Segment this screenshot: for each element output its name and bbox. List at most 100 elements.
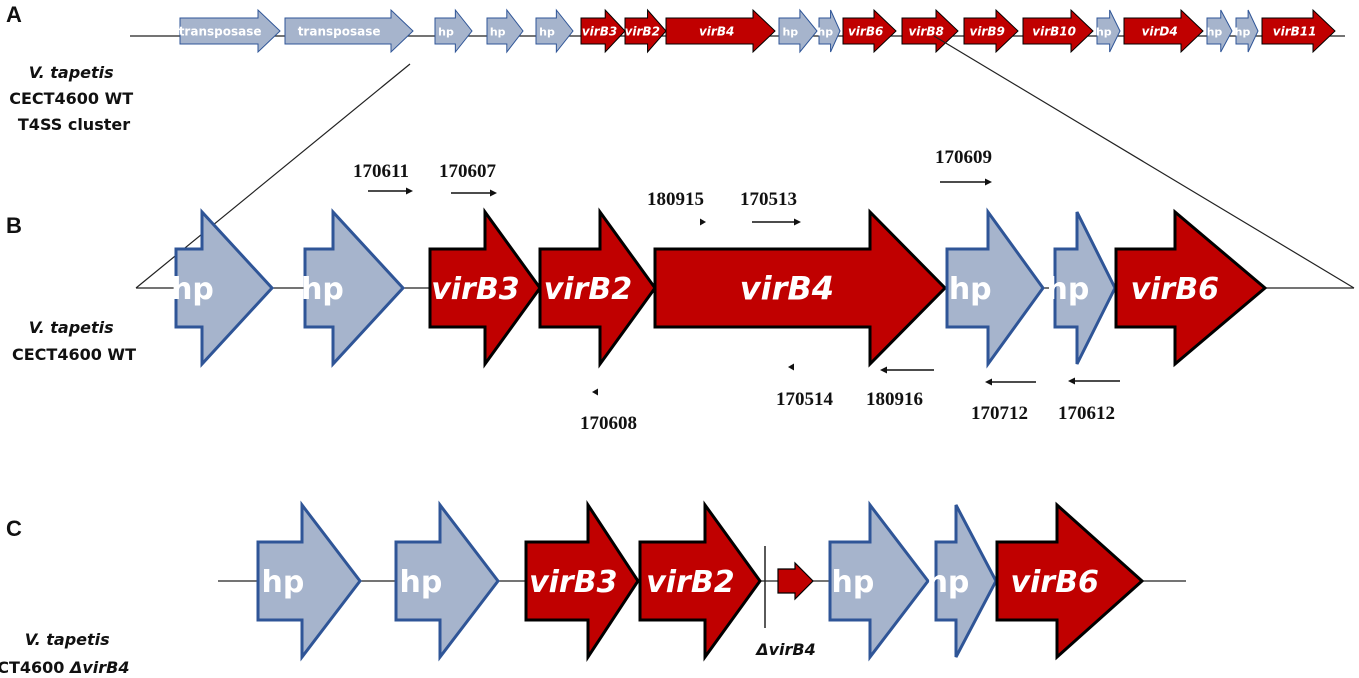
panel-b-gene-0-hp: hp [171,208,275,368]
panel-b-gene-arrow-2 [428,207,542,369]
panel-b-gene-label-4: virB4 [740,270,834,308]
primer-170609-label: 170609 [935,147,992,168]
panel-b-gene-label-2: virB3 [431,272,519,307]
panel-a-gene-label-17: hp [1235,25,1251,38]
panel-a-gene-arrow-4 [535,8,574,54]
panel-a-gene-6-virb2: virB2 [624,8,667,54]
panel-a-gene-arrow-9 [818,9,841,53]
panel-c-gene-6-hp: hp [927,504,998,658]
primer-170608-arrow [592,388,598,396]
panel-b-genes: hp hp virB3 virB2 virB4 hp hp virB6 [171,207,1268,369]
panel-a-gene-18-virb11: virB11 [1261,8,1336,54]
panel-a-gene-label-2: hp [438,25,454,38]
reverse-primers: 170608 170514 180916 170712 170612 [580,389,1115,434]
panel-a-gene-3-hp: hp [486,8,524,54]
panel-a-gene-label-0: transposase [179,24,262,38]
panel-b-gene-4-virb4: virB4 [653,208,948,368]
primer-170514-label: 170514 [776,389,834,410]
panel-c-gene-4-blank [777,561,814,601]
panel-b-gene-label-6: hp [1046,272,1089,307]
panel-c-gene-arrow-1 [394,500,500,662]
panel-c-gene-label-1: hp [399,565,442,600]
panel-b-gene-arrow-6 [1053,211,1117,365]
panel-b-gene-5-hp: hp [945,207,1045,369]
primer-170612-arrow [1068,377,1120,385]
panel-b-species: V. tapetis [29,318,114,337]
panel-c-gene-arrow-2 [524,499,640,663]
primer-170612-label: 170612 [1058,403,1115,424]
panel-a-gene-label-3: hp [490,25,506,38]
panel-a-gene-10-virb6: virB6 [842,8,897,54]
primer-180916-arrow [880,366,934,374]
panel-a-gene-arrow-14 [1096,9,1121,53]
panel-c-gene-0-hp: hp [256,500,362,662]
primer-170611-arrow [368,187,413,195]
panel-a-gene-arrow-10 [842,8,897,54]
panel-b-strain: V. tapetis CECT4600 WT [12,318,136,364]
panel-a-gene-17-hp: hp [1235,9,1259,53]
panel-b-gene-6-hp: hp [1046,211,1117,365]
panel-a-gene-arrow-1 [284,8,414,54]
panel-a-gene-arrow-8 [778,8,818,54]
panel-b-gene-arrow-4 [653,208,948,368]
panel-a-gene-label-14: hp [1096,25,1112,38]
panel-b-gene-arrow-3 [538,207,657,369]
panel-a-species: V. tapetis [29,63,114,82]
panel-a-gene-label-13: virB10 [1032,24,1076,38]
primer-170607-arrow [451,189,497,197]
panel-a-strain: V. tapetis CECT4600 WT T4SS cluster [9,63,139,134]
panel-b-gene-arrow-5 [945,207,1045,369]
panel-a-gene-arrow-15 [1123,8,1204,54]
primer-170514-arrow [788,363,794,371]
panel-b-gene-label-1: hp [301,272,344,307]
panel-b-letter: B [6,213,22,238]
panel-a-letter: A [6,2,22,27]
panel-a-gene-14-hp: hp [1096,9,1121,53]
panel-c-gene-7-virb6: virB6 [995,501,1145,661]
panel-a-gene-label-7: virB4 [699,24,734,38]
panel-b-strain-id: CECT4600 WT [12,345,136,364]
panel-c-gene-label-0: hp [261,565,304,600]
primer-180916-label: 180916 [866,389,923,410]
panel-c-gene-1-hp: hp [394,500,500,662]
panel-b-gene-3-virb2: virB2 [538,207,657,369]
panel-a-gene-label-12: virB9 [969,24,1004,38]
panel-c-gene-arrow-3 [638,500,762,662]
panel-a-gene-label-18: virB11 [1273,24,1317,38]
panel-a-gene-label-11: virB8 [908,24,943,38]
panel-a-strain-id: CECT4600 WT [9,89,133,108]
panel-a-gene-12-virb9: virB9 [963,8,1019,54]
panel-a-gene-arrow-18 [1261,8,1336,54]
deletion-label: ΔvirB4 [754,640,816,659]
panel-a-gene-5-virb3: virB3 [580,8,626,54]
panel-b-gene-7-virb6: virB6 [1114,208,1268,368]
panel-c-letter: C [6,516,22,541]
panel-c-gene-arrow-7 [995,501,1145,661]
panel-c-species: V. tapetis [25,630,110,649]
panel-a-gene-label-4: hp [539,25,555,38]
primer-170712-label: 170712 [971,403,1028,424]
panel-a-gene-arrow-7 [665,8,776,54]
panel-c-gene-arrow-0 [256,500,362,662]
panel-c-gene-label-3: virB2 [646,565,734,600]
primer-170513-label: 170513 [740,189,797,210]
panel-b-gene-1-hp: hp [301,208,406,368]
panel-b-gene-label-7: virB6 [1131,272,1219,307]
panel-a-gene-arrow-0 [179,8,281,54]
panel-a-gene-9-hp: hp [817,9,841,53]
panel-a-cluster-name: T4SS cluster [18,115,130,134]
primer-170608-label: 170608 [580,413,637,434]
panel-c-gene-label-6: hp [927,565,970,600]
panel-b-gene-label-5: hp [949,272,992,307]
panel-b-gene-arrow-0 [174,208,275,368]
panel-b-gene-label-0: hp [171,272,214,307]
primer-170611-label: 170611 [353,161,409,182]
panel-a-gene-label-5: virB3 [582,24,617,38]
panel-a-gene-arrow-16 [1206,9,1233,53]
panel-c-gene-label-2: virB3 [529,565,617,600]
primer-170513-arrow [752,218,801,226]
panel-c-gene-label-7: virB6 [1010,565,1098,600]
panel-b-gene-arrow-1 [303,208,406,368]
